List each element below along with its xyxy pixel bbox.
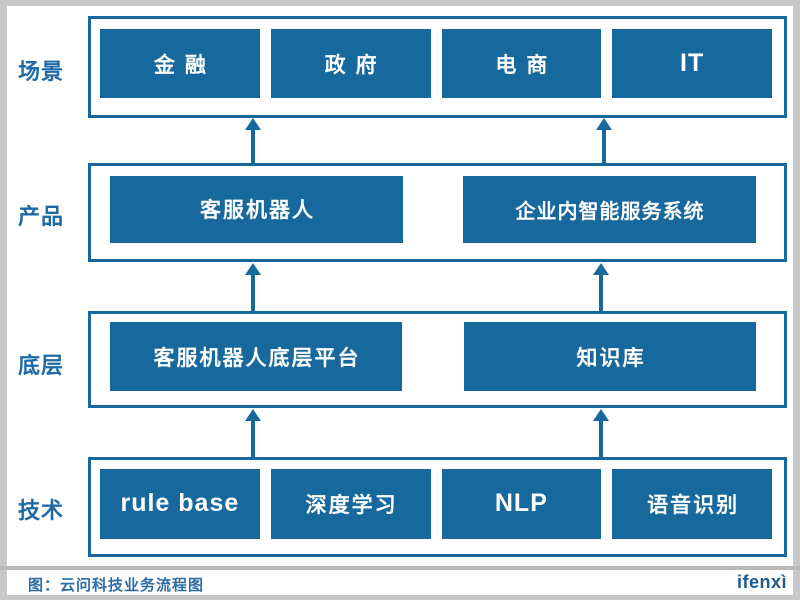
row-label-scenario: 场景 (17, 59, 64, 84)
frame-bottom (0, 595, 800, 600)
box-robot-base-platform: 客服机器人底层平台 (110, 322, 402, 391)
box-government: 政府 (270, 29, 431, 98)
box-enterprise-intelligent-service-system: 企业内智能服务系统 (463, 175, 756, 243)
arrowhead-icon (245, 409, 261, 421)
arrowhead-icon (245, 118, 261, 130)
foundation-container: 客服机器人底层平台 知识库 (88, 311, 787, 408)
product-container: 客服机器人 企业内智能服务系统 (88, 163, 787, 262)
arrow-stem (602, 130, 606, 163)
box-speech-recognition: 语音识别 (612, 468, 772, 539)
box-customer-service-robot: 客服机器人 (110, 175, 403, 243)
frame-right (793, 0, 800, 600)
arrowhead-icon (593, 409, 609, 421)
figure-caption: 图：云问科技业务流程图 (28, 577, 205, 594)
arrow-stem (599, 421, 603, 457)
arrow-stem (251, 130, 255, 163)
up-arrow-scenario-left (245, 118, 261, 163)
up-arrow-scenario-right (596, 118, 612, 163)
box-it: IT (612, 29, 772, 98)
up-arrow-product-left (245, 263, 261, 311)
up-arrow-foundation-right (593, 409, 609, 457)
up-arrow-product-right (593, 263, 609, 311)
arrowhead-icon (593, 263, 609, 275)
row-label-technology: 技术 (17, 498, 64, 523)
frame-left (0, 0, 7, 600)
arrow-stem (251, 421, 255, 457)
box-ecommerce: 电商 (441, 29, 602, 98)
arrow-stem (599, 275, 603, 311)
row-label-foundation: 底层 (17, 353, 64, 378)
box-knowledge-base: 知识库 (464, 322, 756, 391)
scenario-container: 金融 政府 电商 IT (88, 16, 787, 118)
arrowhead-icon (596, 118, 612, 130)
frame-top (0, 0, 800, 6)
ifenxi-logo: ifenxì (736, 572, 787, 592)
up-arrow-foundation-left (245, 409, 261, 457)
arrowhead-icon (245, 263, 261, 275)
row-label-product: 产品 (17, 204, 64, 229)
technology-container: rule base 深度学习 NLP 语音识别 (88, 457, 787, 557)
box-deep-learning: 深度学习 (270, 468, 431, 539)
box-nlp: NLP (441, 468, 602, 539)
footer-divider (0, 566, 800, 570)
box-finance: 金融 (100, 29, 260, 98)
box-rule-base: rule base (100, 468, 260, 539)
arrow-stem (251, 275, 255, 311)
